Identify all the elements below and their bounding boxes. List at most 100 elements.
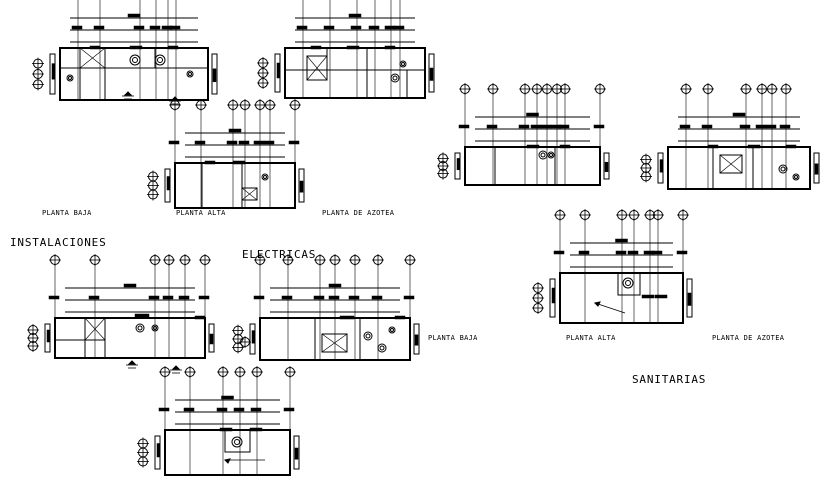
plan-electricas-2-planta-baja xyxy=(437,83,610,186)
grid-axis-bubble xyxy=(32,57,44,70)
fixture-symbol xyxy=(154,54,166,66)
label-planta-alta-sanitarias: PLANTA ALTA xyxy=(566,334,616,342)
grid-axis-bubble xyxy=(554,209,566,221)
grid-axis-bubble xyxy=(169,99,181,111)
fixture-symbol xyxy=(377,343,387,353)
fixture-symbol xyxy=(390,73,400,83)
fixture-symbol xyxy=(792,173,800,181)
grid-axis-bubble xyxy=(372,254,384,266)
plan-sanitarias-planta-alta xyxy=(232,254,420,361)
fixture-symbol xyxy=(231,436,243,448)
label-planta-azotea-electricas: PLANTA DE AZOTEA xyxy=(322,209,395,217)
plan-sanitarias-2-planta-azotea xyxy=(137,366,300,476)
grid-axis-bubble xyxy=(149,254,161,266)
grid-axis-bubble xyxy=(532,302,544,314)
grid-axis-bubble xyxy=(314,254,326,266)
grid-axis-bubble xyxy=(195,99,207,111)
grid-axis-bubble xyxy=(616,209,628,221)
grid-axis-bubble xyxy=(217,366,229,378)
grid-axis-bubble xyxy=(251,366,263,378)
stair-symbol xyxy=(84,317,106,341)
fixture-symbol xyxy=(547,151,555,159)
grid-axis-bubble xyxy=(652,209,664,221)
stair-symbol xyxy=(241,187,258,201)
fixture-symbol xyxy=(399,60,407,68)
fixture-symbol xyxy=(135,323,145,333)
grid-axis-bubble xyxy=(32,68,44,80)
fixture-symbol xyxy=(388,326,396,334)
grid-axis-bubble xyxy=(677,209,689,221)
grid-axis-bubble xyxy=(559,83,571,95)
grid-axis-bubble xyxy=(184,366,196,378)
stair-arrow-symbol xyxy=(126,360,138,369)
slope-arrow xyxy=(223,458,265,464)
title-instalaciones: INSTALACIONES xyxy=(10,236,107,249)
grid-axis-bubble xyxy=(254,254,266,266)
stair-symbol xyxy=(306,55,328,81)
fixture-symbol xyxy=(622,277,634,289)
grid-axis-bubble xyxy=(329,254,341,266)
grid-axis-bubble xyxy=(89,254,101,266)
title-electricas: ELECTRICAS xyxy=(242,248,317,261)
grid-axis-bubble xyxy=(459,83,471,95)
grid-axis-bubble xyxy=(137,455,149,468)
fixture-symbol xyxy=(538,150,548,160)
fixture-symbol xyxy=(66,74,74,82)
stair-symbol xyxy=(719,154,743,174)
grid-axis-bubble xyxy=(282,254,294,266)
grid-axis-bubble xyxy=(579,209,591,221)
grid-axis-bubble xyxy=(289,99,301,111)
stair-arrow-symbol xyxy=(122,91,134,100)
grid-axis-bubble xyxy=(640,170,652,183)
plan-sanitarias-planta-baja xyxy=(27,254,215,359)
grid-axis-bubble xyxy=(227,99,239,111)
label-planta-alta-electricas: PLANTA ALTA xyxy=(176,209,226,217)
slope-arrow xyxy=(593,301,626,314)
grid-axis-bubble xyxy=(179,254,191,266)
fixture-symbol xyxy=(363,331,373,341)
grid-axis-bubble xyxy=(257,77,269,89)
title-sanitarias: SANITARIAS xyxy=(632,373,707,386)
plan-sanitarias-planta-azotea xyxy=(532,209,693,324)
fixture-symbol xyxy=(778,164,788,174)
grid-axis-bubble xyxy=(437,167,449,180)
grid-axis-bubble xyxy=(702,83,714,95)
grid-axis-bubble xyxy=(234,366,246,378)
grid-axis-bubble xyxy=(780,83,792,95)
grid-axis-bubble xyxy=(284,366,296,378)
grid-axis-bubble xyxy=(232,341,244,354)
label-planta-azotea-sanitarias: PLANTA DE AZOTEA xyxy=(712,334,785,342)
grid-axis-bubble xyxy=(628,209,640,221)
grid-axis-bubble xyxy=(487,83,499,95)
grid-axis-bubble xyxy=(239,99,251,111)
label-planta-baja-electricas: PLANTA BAJA xyxy=(42,209,92,217)
plan-electricas-planta-azotea xyxy=(147,99,305,209)
stair-arrow-symbol xyxy=(170,365,182,374)
grid-axis-bubble xyxy=(594,83,606,95)
grid-axis-bubble xyxy=(27,340,39,352)
grid-axis-bubble xyxy=(404,254,416,266)
fixture-symbol xyxy=(261,173,269,181)
grid-axis-bubble xyxy=(49,254,61,266)
plan-electricas-planta-alta xyxy=(257,0,435,99)
fixture-symbol xyxy=(151,324,159,332)
stair-symbol xyxy=(321,333,348,353)
grid-axis-bubble xyxy=(349,254,361,266)
plan-electricas-planta-baja xyxy=(32,0,218,101)
grid-axis-bubble xyxy=(199,254,211,266)
fixture-symbol xyxy=(186,70,194,78)
grid-axis-bubble xyxy=(147,188,159,201)
grid-axis-bubble xyxy=(740,83,752,95)
grid-axis-bubble xyxy=(32,78,44,91)
plan-electricas-2-planta-alta xyxy=(640,83,820,190)
grid-axis-bubble xyxy=(159,366,171,378)
stair-symbol xyxy=(79,47,106,69)
grid-axis-bubble xyxy=(680,83,692,95)
grid-axis-bubble xyxy=(766,83,778,95)
grid-axis-bubble xyxy=(163,254,175,266)
fixture-symbol xyxy=(129,54,141,66)
grid-axis-bubble xyxy=(264,99,276,111)
grid-axis-bubble xyxy=(519,83,531,95)
grid-axis-bubble xyxy=(239,336,251,348)
